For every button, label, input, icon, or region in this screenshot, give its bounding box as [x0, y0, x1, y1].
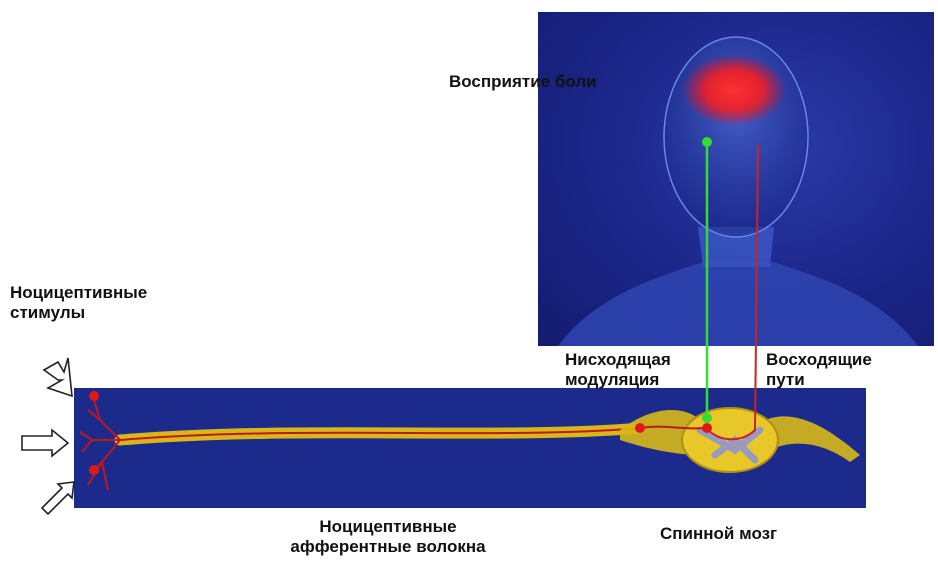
- receptor-dot: [89, 465, 99, 475]
- stimulus-arrows: [22, 358, 74, 514]
- nociceptive-stimuli-label: Ноцицептивные стимулы: [10, 283, 147, 323]
- spinal-cord-label: Спинной мозг: [660, 524, 777, 544]
- ascending-pathway-line: [707, 145, 758, 439]
- nerve-endings: [80, 396, 120, 490]
- synapse-dot: [635, 423, 645, 433]
- spinal-cord-section: [620, 408, 860, 472]
- afferent-fibers-label: Ноцицептивные афферентные волокна: [268, 517, 508, 557]
- arrow-icon: [44, 358, 72, 396]
- arrow-icon: [42, 482, 74, 514]
- descending-origin-dot: [702, 137, 712, 147]
- afferent-fiber: [120, 428, 640, 440]
- pain-perception-label: Восприятие боли: [449, 72, 597, 92]
- descending-end-dot: [702, 413, 712, 423]
- receptor-dot: [89, 391, 99, 401]
- ascending-pathways-label: Восходящие пути: [766, 350, 872, 390]
- arrow-icon: [22, 430, 68, 456]
- descending-modulation-label: Нисходящая модуляция: [565, 350, 671, 390]
